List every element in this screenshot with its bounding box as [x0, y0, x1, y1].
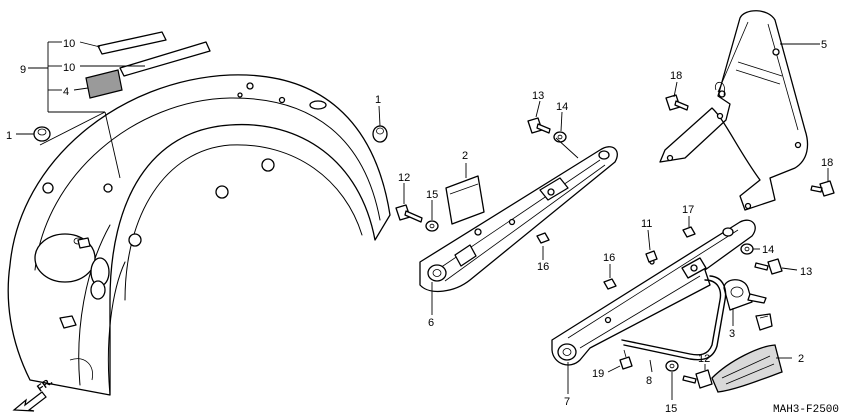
- callout-5: 5: [821, 39, 827, 51]
- bolt-12-left: [395, 204, 423, 223]
- callout-4: 4: [63, 86, 69, 98]
- strip-10-upper: [97, 31, 167, 55]
- callout-15-lower: 15: [665, 403, 677, 415]
- callout-13-right: 13: [800, 266, 812, 278]
- grommet-1-left: [33, 126, 51, 142]
- callout-2-upper: 2: [462, 150, 468, 162]
- reflector-2-lower: [711, 344, 783, 393]
- callout-18-upper: 18: [670, 70, 682, 82]
- callout-12-lower: 12: [698, 353, 710, 365]
- callout-11: 11: [641, 218, 652, 230]
- callout-1-right: 1: [375, 94, 381, 106]
- callout-14-upper: 14: [556, 101, 568, 113]
- screw-19: [619, 349, 633, 370]
- screw-11: [645, 250, 658, 263]
- washer-15-left: [425, 220, 439, 232]
- nut-17: [682, 226, 696, 238]
- callout-1-left: 1: [6, 130, 12, 142]
- callout-17: 17: [682, 204, 694, 216]
- callout-3: 3: [729, 328, 735, 340]
- grommet-1-right: [372, 125, 388, 143]
- callout-12-left: 12: [398, 172, 410, 184]
- callout-15-left: 15: [426, 189, 438, 201]
- callout-14-right: 14: [762, 244, 774, 256]
- washer-14-upper: [553, 131, 567, 143]
- callout-2-lower: 2: [798, 353, 804, 365]
- nut-16-center: [536, 232, 550, 244]
- washer-14-right: [740, 243, 754, 255]
- callout-19: 19: [592, 368, 604, 380]
- callout-7: 7: [564, 396, 570, 408]
- bolt-13-right: [754, 258, 783, 275]
- bolt-18-lower: [810, 180, 835, 197]
- callout-8: 8: [646, 375, 652, 387]
- bolt-18-upper: [665, 94, 689, 111]
- callout-18-lower: 18: [821, 157, 833, 169]
- pad-4: [85, 69, 123, 99]
- callout-9: 9: [20, 64, 26, 76]
- rear-fender: [7, 74, 391, 396]
- helmet-lock-3: [723, 279, 773, 331]
- callout-13-upper: 13: [532, 90, 544, 102]
- strip-10-lower: [119, 41, 211, 77]
- callout-16-center: 16: [537, 261, 549, 273]
- callout-10-lower: 10: [63, 62, 75, 74]
- backrest-5: [659, 10, 809, 211]
- bracket-8: [621, 275, 727, 361]
- leader-lines: [16, 41, 829, 400]
- callout-labels: 10 10 9 4 1 1 2 13 14 12 15 16 6 5 18 18…: [6, 38, 833, 415]
- washer-15-lower: [665, 360, 679, 372]
- diagram-code: MAH3-F2500: [773, 404, 839, 416]
- nut-16-right: [603, 278, 617, 290]
- callout-6: 6: [428, 317, 434, 329]
- grab-rail-6: [419, 146, 618, 293]
- callout-16-right: 16: [603, 252, 615, 264]
- bolt-12-lower: [682, 369, 713, 389]
- reflector-2-upper: [445, 175, 485, 225]
- bolt-13-upper: [527, 117, 551, 134]
- callout-10-upper: 10: [63, 38, 75, 50]
- side-rail-7: [551, 219, 756, 366]
